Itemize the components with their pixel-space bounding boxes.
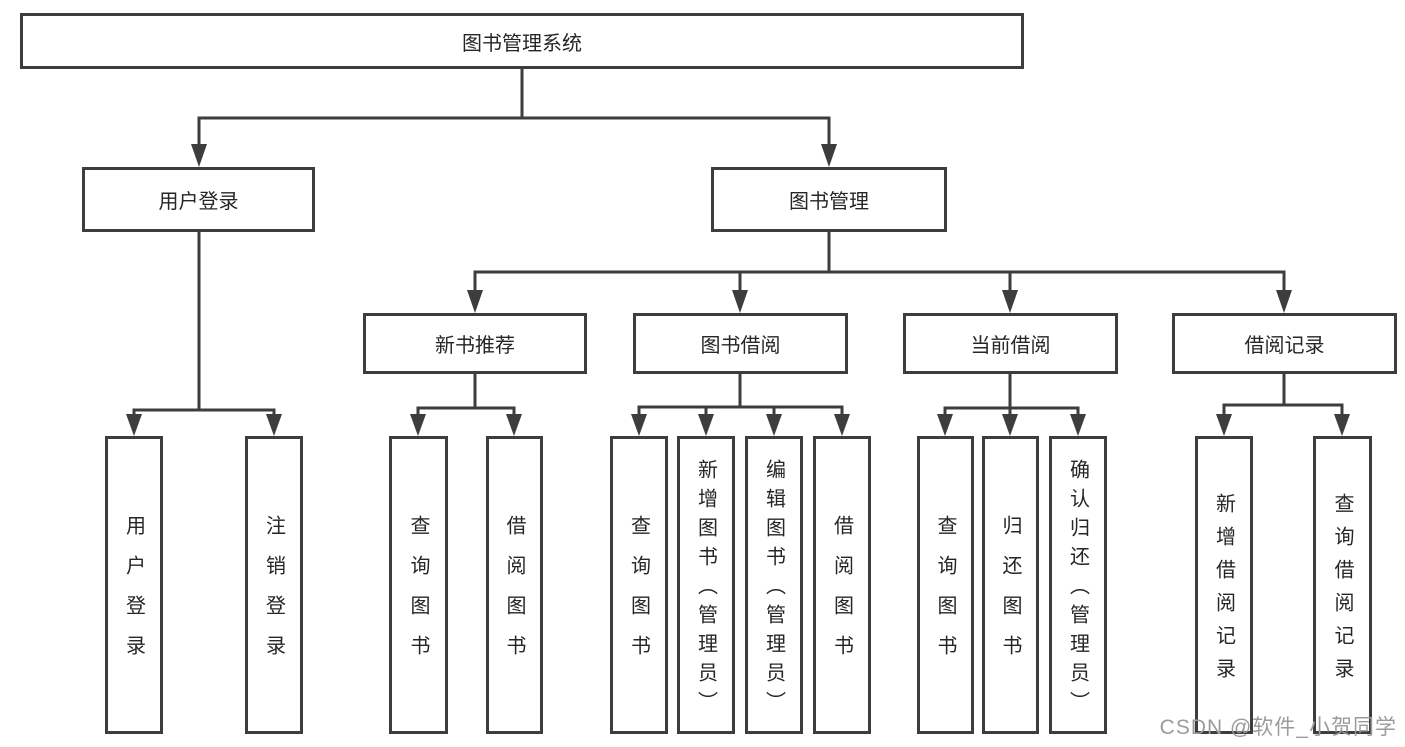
leaf-edit-books-admin: 编辑图书（管理员） — [745, 436, 803, 734]
leaf-query-books-current-label: 查询图书 — [934, 515, 956, 675]
leaf-query-borrow-record-label: 查询借阅记录 — [1331, 492, 1353, 691]
node-new-book-recommend-label: 新书推荐 — [435, 335, 515, 357]
node-new-book-recommend: 新书推荐 — [363, 313, 587, 374]
leaf-query-books-borrow: 查询图书 — [610, 436, 668, 734]
leaf-edit-books-admin-label: 编辑图书（管理员） — [762, 459, 785, 720]
leaf-borrow-books-label: 借阅图书 — [830, 515, 853, 675]
leaf-user-login-label: 用户登录 — [122, 515, 145, 675]
leaf-logout-label: 注销登录 — [262, 515, 285, 675]
leaf-return-books: 归还图书 — [982, 436, 1039, 734]
leaf-confirm-return-admin-label: 确认归还（管理员） — [1066, 459, 1089, 720]
leaf-query-books-borrow-label: 查询图书 — [627, 515, 650, 675]
node-borrow-records-label: 借阅记录 — [1244, 335, 1325, 357]
node-current-borrow: 当前借阅 — [903, 313, 1118, 374]
node-current-borrow-label: 当前借阅 — [970, 335, 1051, 357]
leaf-add-borrow-record: 新增借阅记录 — [1195, 436, 1253, 734]
leaf-borrow-books-recommend: 借阅图书 — [486, 436, 543, 734]
node-borrow-records: 借阅记录 — [1172, 313, 1397, 374]
leaf-query-borrow-record: 查询借阅记录 — [1313, 436, 1372, 734]
node-book-management-label: 图书管理 — [789, 191, 869, 213]
leaf-borrow-books: 借阅图书 — [813, 436, 871, 734]
node-root: 图书管理系统 — [20, 13, 1024, 69]
leaf-borrow-books-recommend-label: 借阅图书 — [503, 515, 525, 675]
leaf-add-borrow-record-label: 新增借阅记录 — [1212, 492, 1235, 691]
node-user-login-label: 用户登录 — [158, 191, 239, 213]
leaf-confirm-return-admin: 确认归还（管理员） — [1049, 436, 1107, 734]
leaf-return-books-label: 归还图书 — [999, 515, 1021, 675]
node-book-borrow-label: 图书借阅 — [700, 335, 781, 357]
leaf-logout: 注销登录 — [245, 436, 303, 734]
arrowheads — [126, 144, 1350, 436]
csdn-watermark: CSDN @软件_小贺同学 — [1159, 716, 1397, 739]
leaf-query-books-recommend-label: 查询图书 — [407, 515, 429, 675]
node-user-login: 用户登录 — [82, 167, 315, 232]
node-book-borrow: 图书借阅 — [633, 313, 848, 374]
leaf-user-login: 用户登录 — [105, 436, 163, 734]
leaf-query-books-current: 查询图书 — [917, 436, 974, 734]
node-root-label: 图书管理系统 — [462, 32, 582, 55]
leaf-query-books-recommend: 查询图书 — [389, 436, 448, 734]
leaf-add-books-admin-label: 新增图书（管理员） — [694, 459, 717, 720]
leaf-add-books-admin: 新增图书（管理员） — [677, 436, 735, 734]
node-book-management: 图书管理 — [711, 167, 947, 232]
